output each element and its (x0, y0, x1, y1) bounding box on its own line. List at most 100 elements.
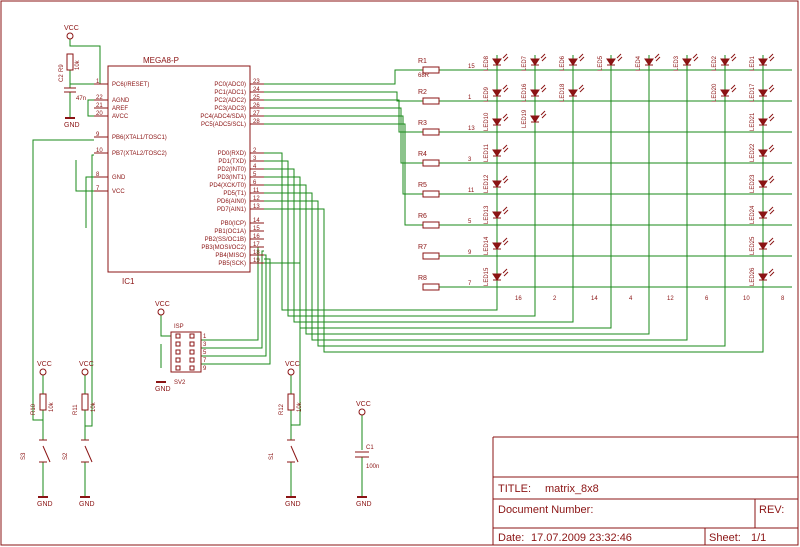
led-triangle (492, 118, 502, 126)
ic1-pin-label: PB2(SS/OC1B) (205, 237, 246, 243)
led-led9 (492, 84, 509, 97)
ic1-pin-number: 23 (253, 79, 260, 85)
led-led20 (720, 84, 737, 97)
led-label: LED26 (750, 267, 756, 286)
led-led1 (758, 53, 775, 66)
led-arrow (540, 84, 546, 90)
column-net-label: 16 (515, 296, 522, 302)
led-led22 (758, 144, 775, 157)
ic1-pin-number: 12 (253, 196, 260, 202)
led-arrow (503, 116, 509, 122)
led-triangle (492, 180, 502, 188)
led-arrow (768, 237, 774, 243)
resistor-r11 (81, 393, 89, 411)
ic1-name: IC1 (122, 277, 135, 286)
led-triangle (492, 149, 502, 157)
led-label: LED15 (484, 267, 490, 286)
ic1-pin-label: GND (112, 175, 126, 181)
column-net-label: 2 (553, 296, 557, 302)
net-wire (264, 184, 650, 335)
led-arrow (502, 175, 508, 181)
led-triangle (530, 115, 540, 123)
led-triangle (492, 273, 502, 281)
switch-wire (85, 154, 94, 427)
ic1-pin-label: PD0(RXD) (218, 151, 246, 157)
column-net-label: 14 (591, 296, 598, 302)
row-net-label: 15 (468, 64, 475, 70)
led-label: LED1 (750, 55, 756, 71)
date-label: Date: (498, 532, 524, 544)
led-led17 (758, 84, 775, 97)
ic1-pin-number: 6 (253, 180, 257, 186)
ic1-pin-label: PD6(AIN0) (217, 199, 246, 205)
led-label: LED25 (750, 236, 756, 255)
column-net-label: 12 (667, 296, 674, 302)
net-wire (264, 160, 536, 317)
ic1-pin-label: PC0(ADC0) (214, 82, 246, 88)
pullup-value: 10k (49, 401, 55, 412)
row-net-label: 13 (468, 126, 475, 132)
ic1-pin-number: 8 (96, 172, 100, 178)
led-label: LED20 (712, 83, 718, 102)
ic1-pin-label: PC4(ADC4/SDA) (200, 114, 246, 120)
led-label: LED16 (522, 83, 528, 102)
led-arrow (731, 56, 737, 62)
ic1-pin-number: 9 (96, 132, 100, 138)
switch-name: S1 (269, 452, 275, 460)
ic1-pin-label: PD5(T1) (223, 191, 246, 197)
row-net-label: 5 (468, 219, 472, 225)
row-net-label: 1 (468, 95, 472, 101)
led-arrow (503, 87, 509, 93)
switch-name: S2 (63, 452, 69, 460)
ic1-pin-number: 26 (253, 103, 260, 109)
led-triangle (530, 89, 540, 97)
isp-signal-wire (201, 250, 264, 349)
ic1-pin-number: 10 (96, 148, 103, 154)
led-triangle (492, 211, 502, 219)
gnd-label: GND (356, 501, 372, 508)
led-label: LED8 (484, 55, 490, 71)
led-led23 (758, 175, 775, 188)
ic1-pin-number: 19 (253, 258, 260, 264)
title-value: matrix_8x8 (545, 483, 599, 495)
net-wire (264, 152, 498, 311)
isp-pin-number: 1 (203, 334, 207, 340)
led-label: LED6 (560, 55, 566, 71)
led-led8 (492, 53, 509, 66)
led-label: LED18 (560, 83, 566, 102)
led-label: LED5 (598, 55, 604, 71)
led-led26 (758, 268, 775, 281)
resistor-r12 (287, 393, 295, 411)
r9-value: 10k (75, 59, 81, 70)
led-label: LED3 (674, 55, 680, 71)
ic1-pin-label: PC5(ADC5/SCL) (201, 122, 246, 128)
resistor-name: R4 (418, 151, 427, 158)
ic1-pin-number: 21 (96, 103, 103, 109)
led-triangle (758, 89, 768, 97)
led-arrow (502, 53, 508, 59)
isp-label: ISP (174, 324, 184, 330)
net-wire (264, 91, 423, 102)
isp-pin-number: 9 (203, 366, 207, 372)
led-arrow (616, 53, 622, 59)
led-led4 (644, 53, 661, 66)
led-led3 (682, 53, 699, 66)
ic1-pin-number: 24 (253, 87, 260, 93)
led-led10 (492, 113, 509, 126)
gnd-label: GND (37, 501, 53, 508)
rev-label: REV: (759, 504, 784, 516)
led-label: LED2 (712, 55, 718, 71)
ic1-pin-label: PB7(XTAL2/TOSC2) (112, 151, 167, 157)
isp-pin (189, 341, 195, 347)
resistor-r6 (422, 221, 440, 229)
ic1-pin-label: PD1(TXD) (218, 159, 246, 165)
ic1-pin-label: PD2(INT0) (217, 167, 246, 173)
led-arrow (769, 56, 775, 62)
switch-lever (84, 445, 93, 463)
resistor-r5 (422, 190, 440, 198)
switch-wire (32, 139, 94, 421)
led-triangle (758, 149, 768, 157)
led-led7 (530, 53, 547, 66)
